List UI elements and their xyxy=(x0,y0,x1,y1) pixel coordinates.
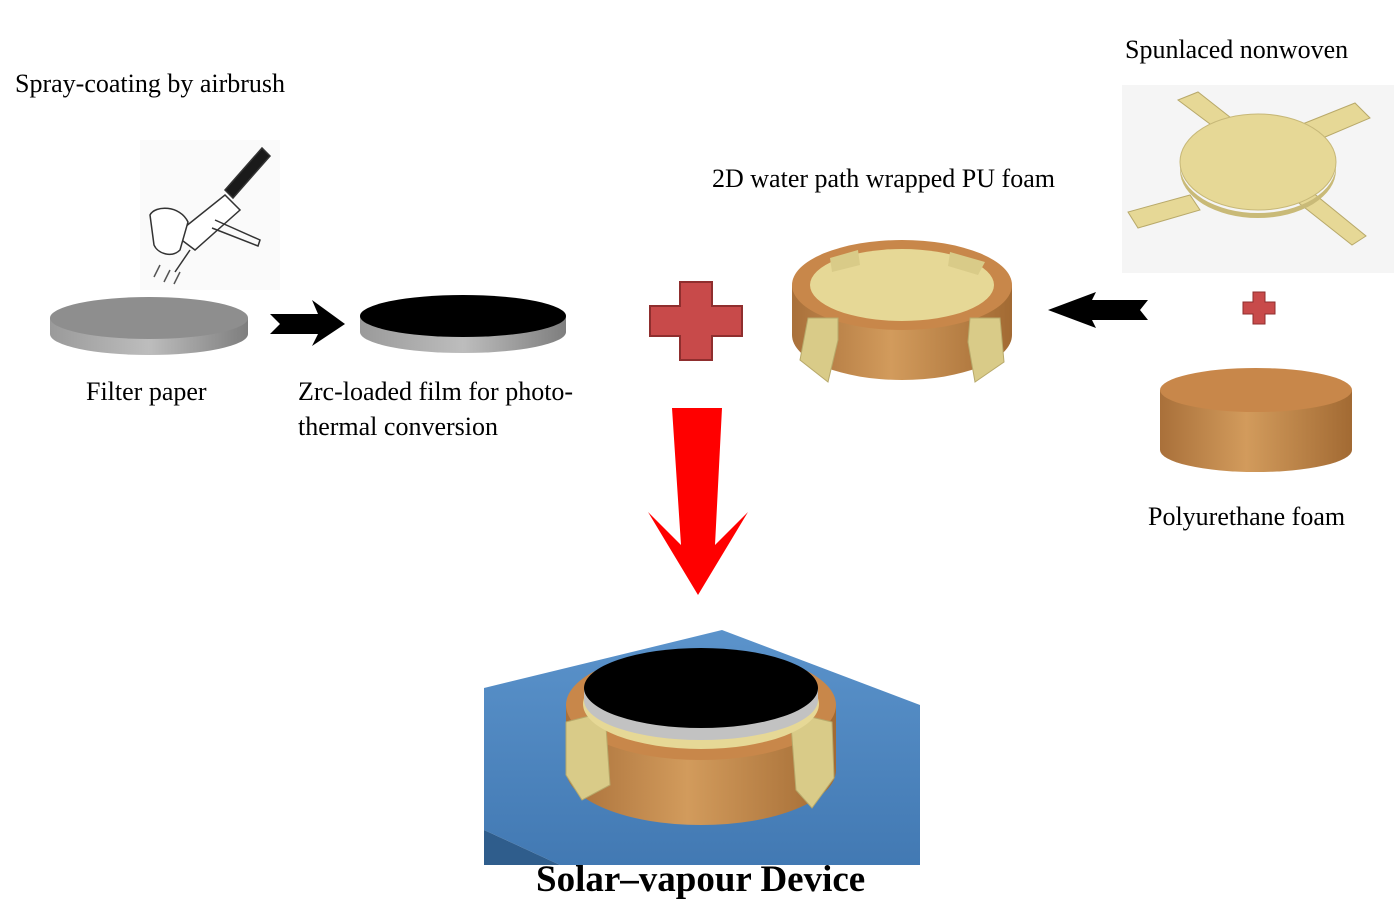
black-arrow-left-icon xyxy=(1048,292,1148,328)
polyurethane-label: Polyurethane foam xyxy=(1148,502,1346,531)
spunlaced-label: Spunlaced nonwoven xyxy=(1125,35,1349,64)
solar-vapour-device xyxy=(484,605,920,865)
spray-coating-label: Spray-coating by airbrush xyxy=(15,69,286,98)
black-arrow-icon xyxy=(270,300,345,346)
airbrush-icon xyxy=(140,140,280,290)
zrc-film-label-line2: thermal conversion xyxy=(298,412,498,441)
water-path-label: 2D water path wrapped PU foam xyxy=(712,164,1055,193)
spunlaced-nonwoven xyxy=(1122,85,1394,273)
wrapped-pu-foam xyxy=(792,240,1012,383)
big-red-arrow-icon xyxy=(648,408,748,595)
polyurethane-foam-cylinder xyxy=(1160,368,1352,472)
red-plus-icon xyxy=(649,281,743,361)
small-red-plus-icon xyxy=(1242,291,1276,325)
zrc-film-label-line1: Zrc-loaded film for photo- xyxy=(298,377,574,406)
device-title: Solar–vapour Device xyxy=(536,859,866,900)
zrc-film-disc xyxy=(360,295,566,353)
filter-paper-disc xyxy=(50,297,248,355)
filter-paper-label: Filter paper xyxy=(86,377,207,406)
